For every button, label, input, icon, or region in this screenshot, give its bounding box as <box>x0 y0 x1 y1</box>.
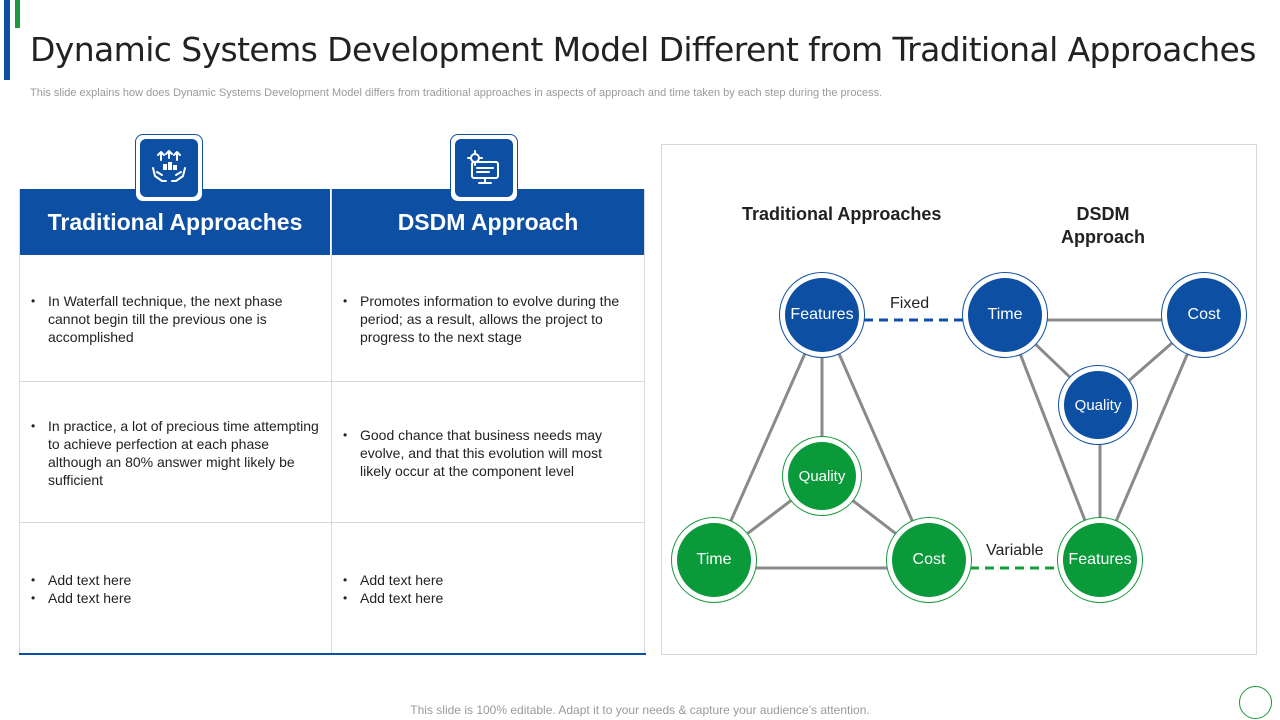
traditional-features-node: Features <box>779 272 865 358</box>
bullet-item: In Waterfall technique, the next phase c… <box>30 292 319 346</box>
table-cell: Promotes information to evolve during th… <box>342 292 632 346</box>
dsdm-features-node: Features <box>1057 517 1143 603</box>
bullet-item: Promotes information to evolve during th… <box>342 292 632 346</box>
footer-note: This slide is 100% editable. Adapt it to… <box>410 703 870 717</box>
table-cell: Add text here Add text here <box>342 571 632 607</box>
traditional-diagram-label: Traditional Approaches <box>742 204 942 224</box>
bullet-item: Add text here <box>342 571 632 589</box>
traditional-column: Traditional Approaches In Waterfall tech… <box>19 189 332 653</box>
connector-line <box>1003 314 1102 560</box>
dsdm-diagram-label: DSDM Approach <box>1060 204 1145 247</box>
bullet-item: Good chance that business needs may evol… <box>342 426 632 480</box>
dsdm-quality-node: Quality <box>1058 365 1138 445</box>
page-subtitle: This slide explains how does Dynamic Sys… <box>30 87 883 99</box>
connector-line <box>820 314 931 560</box>
bullet-item: Add text here <box>30 589 319 607</box>
traditional-time-node: Time <box>671 517 757 603</box>
accent-bar-blue <box>4 0 10 80</box>
traditional-cost-node: Cost <box>886 517 972 603</box>
bullet-item: Add text here <box>342 589 632 607</box>
corner-circle-icon <box>1239 686 1272 719</box>
dsdm-time-node: Time <box>962 272 1048 358</box>
monitor-settings-icon <box>450 134 518 202</box>
hands-growth-icon <box>135 134 203 202</box>
row-divider <box>20 522 331 523</box>
connector-line <box>712 314 824 560</box>
table-cell: Good chance that business needs may evol… <box>342 426 632 480</box>
row-divider <box>332 522 644 523</box>
table-cell: In practice, a lot of precious time atte… <box>30 417 319 489</box>
dsdm-cost-node: Cost <box>1161 272 1247 358</box>
dsdm-column: DSDM Approach Promotes information to ev… <box>332 189 645 653</box>
variable-label: Variable <box>986 542 1044 559</box>
bullet-item: Add text here <box>30 571 319 589</box>
comparison-diagram: Traditional Approaches DSDM Approach Fix… <box>661 144 1257 655</box>
table-cell: In Waterfall technique, the next phase c… <box>30 292 319 346</box>
connector-line <box>1098 314 1206 560</box>
row-divider <box>332 381 644 382</box>
fixed-label: Fixed <box>890 295 930 312</box>
dsdm-header: DSDM Approach <box>332 189 644 255</box>
traditional-quality-node: Quality <box>782 436 862 516</box>
comparison-table: Traditional Approaches In Waterfall tech… <box>19 189 646 655</box>
page-title: Dynamic Systems Development Model Differ… <box>30 30 1256 69</box>
accent-bar-green <box>15 0 20 28</box>
bullet-item: In practice, a lot of precious time atte… <box>30 417 319 489</box>
table-cell: Add text here Add text here <box>30 571 319 607</box>
row-divider <box>20 381 331 382</box>
